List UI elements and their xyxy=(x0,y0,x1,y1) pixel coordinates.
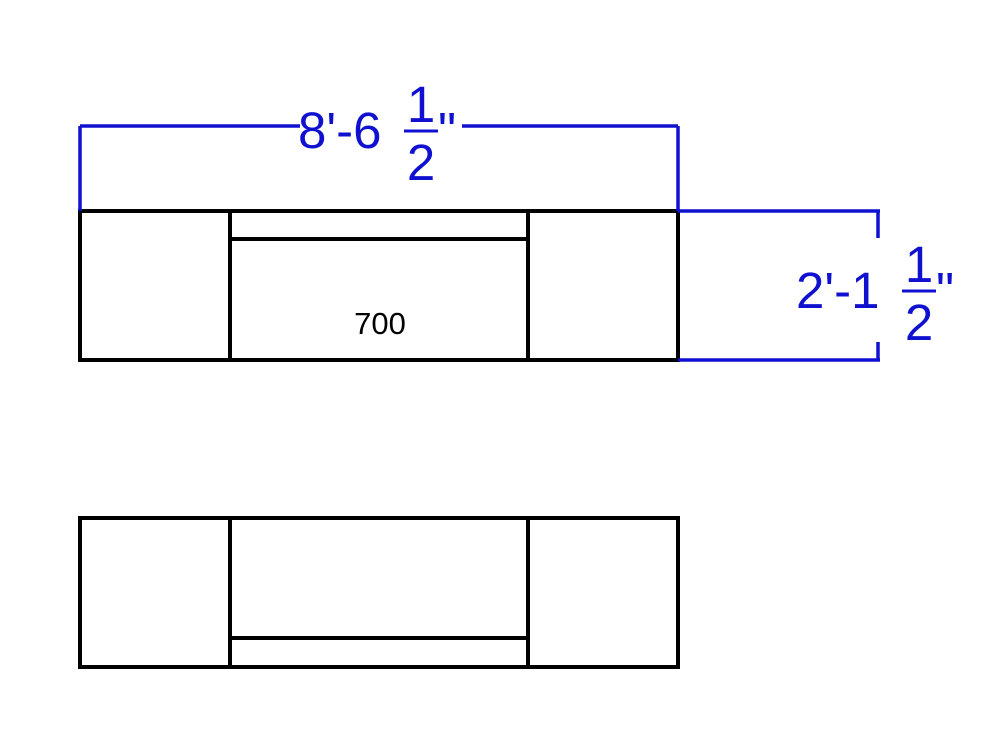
depth-dimension-text: 2'-1 xyxy=(796,262,879,319)
depth-fraction-numerator: 1 xyxy=(905,236,933,293)
width-dimension: 8'-6 1 2 " xyxy=(78,76,680,211)
depth-inches-whole: 1 xyxy=(851,262,879,319)
plan-top-outline xyxy=(78,209,680,362)
depth-dimension: 2'-1 1 2 " xyxy=(678,209,954,362)
width-dimension-text: 8'-6 xyxy=(298,102,381,159)
width-fraction-numerator: 1 xyxy=(407,76,435,133)
width-inches-whole: 6 xyxy=(353,102,381,159)
plan-bottom-outline xyxy=(78,516,680,669)
plan-view-bottom xyxy=(78,516,680,669)
depth-separator: - xyxy=(834,262,851,319)
plan-top-label: 700 xyxy=(354,306,406,341)
depth-fraction-denominator: 2 xyxy=(905,294,933,351)
width-fraction-denominator: 2 xyxy=(407,134,435,191)
depth-inch-mark: " xyxy=(936,262,954,319)
width-inch-mark: " xyxy=(438,102,456,159)
depth-feet: 2' xyxy=(796,262,834,319)
plan-view-top: 700 xyxy=(78,209,680,362)
width-feet: 8' xyxy=(298,102,336,159)
width-separator: - xyxy=(336,102,353,159)
